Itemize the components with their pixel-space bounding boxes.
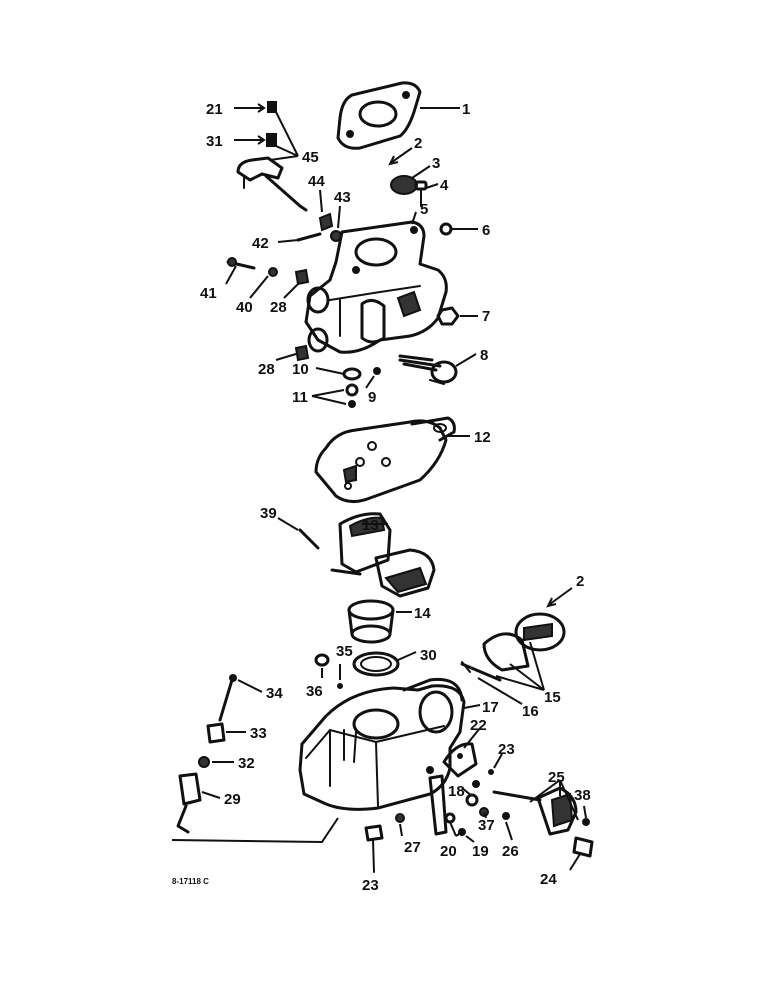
callout-13: 13 (362, 517, 379, 534)
callout-28b: 28 (258, 361, 275, 378)
part-4-screw (414, 180, 428, 207)
callout-39: 39 (260, 505, 277, 522)
callout-23a: 23 (498, 741, 515, 758)
callout-14: 14 (414, 605, 431, 622)
part-36-35-small-parts (314, 653, 343, 689)
plate-code: 8-17118 C (172, 877, 209, 886)
callout-44: 44 (308, 173, 325, 190)
leader-lines (171, 103, 587, 871)
callout-34: 34 (266, 685, 283, 702)
part-41-40-28-small-parts (226, 257, 310, 362)
part-39-pin (298, 528, 320, 550)
part-30-gasket-ring (352, 651, 400, 677)
callout-15: 15 (544, 689, 561, 706)
callout-3: 3 (432, 155, 440, 172)
part-34-33-32-29-adjuster-stack (176, 674, 237, 834)
part-1-flange-gasket (336, 81, 422, 150)
callout-2b: 2 (576, 573, 584, 590)
callout-33: 33 (250, 725, 267, 742)
part-2b-15-throttle-plates (482, 612, 566, 672)
callout-19: 19 (472, 843, 489, 860)
part-21-31-shaft-assembly (236, 101, 308, 212)
callout-4: 4 (440, 177, 449, 194)
callout-6: 6 (482, 222, 490, 239)
callout-8: 8 (480, 347, 488, 364)
callout-45: 45 (302, 149, 319, 166)
callout-28a: 28 (270, 299, 287, 316)
callout-27: 27 (404, 839, 421, 856)
callout-31: 31 (206, 133, 223, 150)
callout-17: 17 (482, 699, 499, 716)
callout-40: 40 (236, 299, 253, 316)
callout-10: 10 (292, 361, 309, 378)
part-16-shaft (460, 661, 502, 682)
callout-21: 21 (206, 101, 223, 118)
callout-43: 43 (334, 189, 351, 206)
callout-23b: 23 (362, 877, 379, 894)
callout-22: 22 (470, 717, 487, 734)
callout-25: 25 (548, 769, 565, 786)
callout-38: 38 (574, 787, 591, 804)
part-7-nut (436, 306, 460, 326)
part-17-float-bowl (298, 677, 466, 811)
part-26-25-24-38-throttle-shaft (492, 786, 594, 858)
part-14-venturi-sleeve (347, 599, 395, 644)
callout-9: 9 (368, 389, 376, 406)
part-44-43-small-parts (318, 212, 342, 242)
callout-42: 42 (252, 235, 269, 252)
callout-41: 41 (200, 285, 217, 302)
part-6-plug (439, 222, 453, 236)
callout-29: 29 (224, 791, 241, 808)
callout-26: 26 (502, 843, 519, 860)
callout-7: 7 (482, 308, 490, 325)
callout-11: 11 (292, 389, 308, 406)
callout-30: 30 (420, 647, 437, 664)
callout-36: 36 (306, 683, 323, 700)
callout-20: 20 (440, 843, 457, 860)
callout-18: 18 (448, 783, 465, 800)
part-42-pin (296, 232, 322, 242)
callout-2: 2 (414, 135, 422, 152)
callout-35: 35 (336, 643, 353, 660)
callout-37: 37 (478, 817, 495, 834)
callout-labels: 1 2 3 4 5 6 7 8 9 10 11 12 13 14 2 15 16… (200, 101, 591, 894)
callout-1: 1 (462, 101, 470, 118)
callout-32: 32 (238, 755, 255, 772)
callout-16: 16 (522, 703, 539, 720)
part-12-body-gasket (314, 416, 456, 503)
part-27-23b-screws (364, 813, 405, 873)
part-13-float (330, 512, 436, 598)
callout-5: 5 (420, 201, 428, 218)
part-8-needle-valve (398, 354, 458, 385)
part-3-disc (390, 175, 418, 195)
part-22-18-19-20-37-lever-assembly (428, 742, 494, 836)
callout-24: 24 (540, 871, 557, 888)
callout-12: 12 (474, 429, 491, 446)
part-5-upper-body (304, 220, 448, 354)
